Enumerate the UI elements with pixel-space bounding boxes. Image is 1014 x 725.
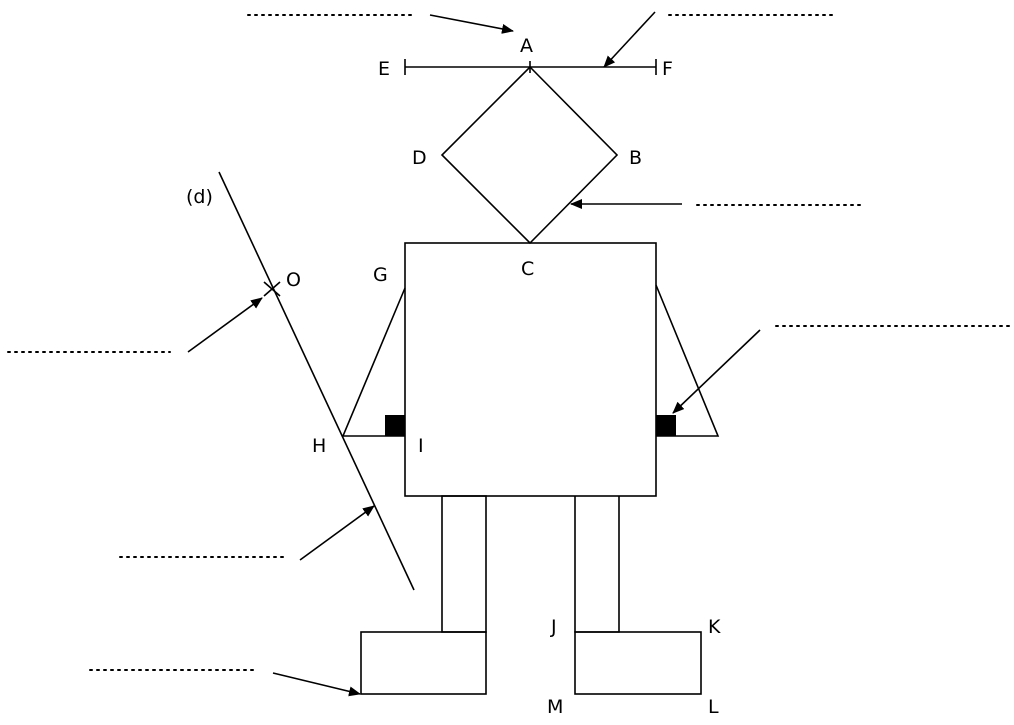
label-a: A bbox=[520, 35, 533, 57]
right-leg bbox=[574, 496, 620, 633]
arrow-to-left-foot bbox=[272, 672, 361, 697]
label-f: F bbox=[662, 58, 673, 80]
square-abcd bbox=[440, 65, 619, 245]
label-d: D bbox=[412, 147, 427, 169]
arrow-to-point-a bbox=[429, 14, 514, 34]
label-k: K bbox=[708, 616, 721, 638]
right-foot-jklm bbox=[574, 631, 702, 695]
left-leg bbox=[441, 495, 487, 633]
label-l: L bbox=[708, 696, 719, 718]
left-arm-triangle bbox=[341, 287, 406, 437]
arrow-to-segment-ef bbox=[603, 11, 656, 68]
arrow-to-line-d bbox=[299, 505, 375, 561]
label-h: H bbox=[312, 435, 326, 457]
left-foot bbox=[360, 631, 487, 695]
label-b: B bbox=[629, 147, 642, 169]
label-c: C bbox=[521, 258, 534, 280]
label-o: O bbox=[286, 269, 301, 291]
arrow-to-right-angle bbox=[672, 329, 761, 414]
right-arm-triangle bbox=[655, 284, 720, 437]
line-d bbox=[218, 171, 415, 591]
label-e: E bbox=[378, 58, 390, 80]
label-m: M bbox=[547, 696, 563, 718]
label-j: J bbox=[550, 616, 557, 638]
point-o-cross bbox=[263, 281, 281, 297]
label-g: G bbox=[373, 264, 388, 286]
label-line-d: (d) bbox=[186, 186, 213, 208]
arrow-to-point-o bbox=[187, 297, 263, 353]
label-i: I bbox=[418, 435, 424, 457]
body-rectangle bbox=[404, 242, 657, 497]
